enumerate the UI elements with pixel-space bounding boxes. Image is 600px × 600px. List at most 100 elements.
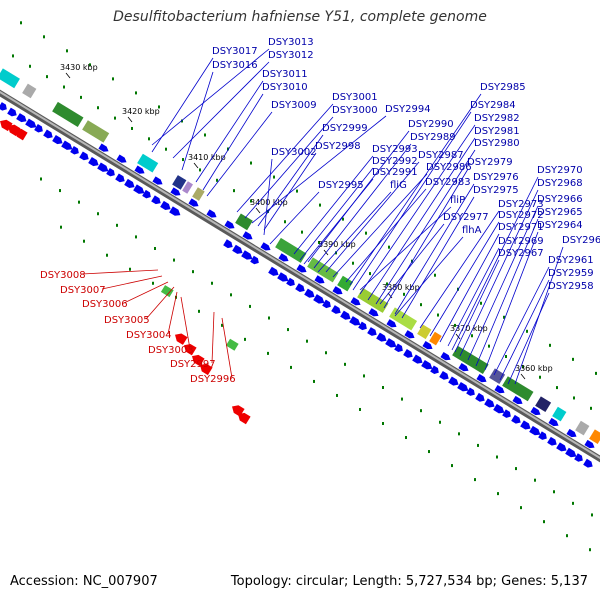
forward-cds-arrow[interactable] bbox=[520, 420, 532, 431]
forward-gene-label[interactable]: DSY3010 bbox=[262, 82, 308, 93]
forward-cds-arrow[interactable] bbox=[403, 349, 414, 360]
forward-cds-arrow[interactable] bbox=[574, 453, 584, 463]
forward-cds-arrow[interactable] bbox=[367, 327, 378, 338]
forward-cds-arrow[interactable] bbox=[250, 255, 260, 266]
forward-gene-label[interactable]: DSY2987 bbox=[418, 150, 464, 161]
forward-cds-arrow[interactable] bbox=[476, 373, 488, 384]
forward-cds-arrow[interactable] bbox=[43, 129, 54, 141]
forward-cds-arrow[interactable] bbox=[376, 332, 388, 344]
forward-cds-arrow[interactable] bbox=[385, 338, 398, 350]
forward-cds-arrow[interactable] bbox=[457, 381, 470, 394]
forward-gene-label[interactable]: DSY2998 bbox=[315, 141, 361, 152]
forward-cds-arrow[interactable] bbox=[484, 398, 496, 409]
reverse-gene-label[interactable]: DSY3003 bbox=[148, 345, 194, 356]
forward-cds-arrow[interactable] bbox=[260, 242, 272, 252]
cds-feature[interactable] bbox=[429, 331, 442, 346]
forward-gene-label[interactable]: DSY2961 bbox=[548, 255, 594, 266]
forward-gene-label[interactable]: DSY3000 bbox=[332, 105, 378, 116]
forward-gene-label[interactable]: DSY2999 bbox=[322, 123, 368, 134]
forward-cds-arrow[interactable] bbox=[169, 206, 182, 218]
forward-cds-arrow[interactable] bbox=[152, 176, 164, 186]
forward-cds-arrow[interactable] bbox=[466, 387, 476, 397]
forward-gene-label[interactable]: DSY2984 bbox=[470, 100, 516, 111]
forward-cds-arrow[interactable] bbox=[368, 308, 380, 318]
forward-cds-arrow[interactable] bbox=[134, 165, 146, 175]
cds-feature[interactable] bbox=[225, 338, 239, 351]
forward-cds-arrow[interactable] bbox=[530, 406, 542, 417]
forward-gene-label[interactable]: DSY2975 bbox=[473, 185, 519, 196]
forward-cds-arrow[interactable] bbox=[188, 198, 200, 208]
forward-gene-label[interactable]: DSY2995 bbox=[318, 180, 364, 191]
forward-gene-label[interactable]: DSY2973 bbox=[498, 199, 544, 210]
cds-feature[interactable] bbox=[307, 257, 339, 283]
forward-gene-label[interactable]: DSY2982 bbox=[474, 113, 520, 124]
forward-gene-label[interactable]: DSY2966 bbox=[537, 194, 583, 205]
forward-cds-arrow[interactable] bbox=[548, 417, 560, 428]
forward-cds-arrow[interactable] bbox=[97, 162, 110, 174]
forward-cds-arrow[interactable] bbox=[340, 310, 352, 322]
cds-feature[interactable] bbox=[160, 285, 174, 298]
forward-cds-arrow[interactable] bbox=[583, 458, 594, 470]
forward-cds-arrow[interactable] bbox=[124, 178, 136, 190]
reverse-cds-arrow[interactable] bbox=[13, 126, 28, 141]
forward-gene-label[interactable]: DSY2959 bbox=[548, 268, 594, 279]
forward-gene-label[interactable]: DSY2958 bbox=[548, 281, 594, 292]
forward-gene-label[interactable]: DSY2976 bbox=[473, 172, 519, 183]
forward-gene-label[interactable]: DSY2968 bbox=[537, 178, 583, 189]
forward-cds-arrow[interactable] bbox=[448, 376, 460, 387]
reverse-gene-label[interactable]: DSY3005 bbox=[104, 315, 150, 326]
forward-cds-arrow[interactable] bbox=[98, 143, 110, 154]
cds-feature[interactable] bbox=[589, 429, 600, 444]
forward-gene-label[interactable]: DSY2981 bbox=[474, 126, 520, 137]
forward-cds-arrow[interactable] bbox=[331, 305, 342, 316]
forward-gene-label[interactable]: DSY3011 bbox=[262, 69, 308, 80]
cds-feature[interactable] bbox=[52, 101, 84, 127]
forward-gene-label[interactable]: DSY2990 bbox=[408, 119, 454, 130]
forward-cds-arrow[interactable] bbox=[394, 343, 404, 354]
forward-cds-arrow[interactable] bbox=[16, 113, 28, 124]
cds-feature[interactable] bbox=[137, 153, 159, 173]
forward-cds-arrow[interactable] bbox=[386, 319, 398, 329]
forward-cds-arrow[interactable] bbox=[115, 173, 126, 184]
forward-cds-arrow[interactable] bbox=[151, 195, 162, 206]
forward-cds-arrow[interactable] bbox=[241, 250, 254, 262]
reverse-gene-label[interactable]: DSY2997 bbox=[170, 359, 216, 370]
forward-cds-arrow[interactable] bbox=[268, 266, 280, 278]
forward-cds-arrow[interactable] bbox=[232, 244, 244, 256]
forward-gene-label[interactable]: DSY2965 bbox=[537, 207, 583, 218]
forward-cds-arrow[interactable] bbox=[295, 283, 306, 294]
forward-cds-arrow[interactable] bbox=[224, 220, 236, 230]
forward-gene-label[interactable]: DSY2983 bbox=[425, 177, 471, 188]
forward-gene-label[interactable]: fliP bbox=[450, 195, 465, 206]
forward-gene-label[interactable]: DSY3001 bbox=[332, 92, 378, 103]
forward-cds-arrow[interactable] bbox=[142, 189, 152, 200]
forward-gene-label[interactable]: DSY3016 bbox=[212, 60, 258, 71]
cds-feature[interactable] bbox=[417, 324, 432, 340]
forward-cds-arrow[interactable] bbox=[61, 140, 74, 153]
forward-cds-arrow[interactable] bbox=[70, 146, 80, 156]
forward-cds-arrow[interactable] bbox=[332, 286, 344, 296]
cds-feature[interactable] bbox=[82, 120, 110, 143]
reverse-cds-arrow[interactable] bbox=[198, 361, 213, 376]
forward-cds-arrow[interactable] bbox=[160, 200, 172, 212]
forward-gene-label[interactable]: DSY2994 bbox=[385, 104, 431, 115]
forward-cds-arrow[interactable] bbox=[116, 154, 128, 164]
cds-feature[interactable] bbox=[575, 420, 590, 436]
forward-cds-arrow[interactable] bbox=[565, 447, 578, 460]
forward-gene-label[interactable]: DSY2985 bbox=[480, 82, 526, 93]
forward-cds-arrow[interactable] bbox=[493, 403, 506, 416]
forward-cds-arrow[interactable] bbox=[286, 277, 296, 288]
forward-cds-arrow[interactable] bbox=[0, 102, 9, 112]
forward-cds-arrow[interactable] bbox=[314, 275, 326, 285]
forward-cds-arrow[interactable] bbox=[512, 395, 524, 406]
forward-cds-arrow[interactable] bbox=[547, 436, 558, 448]
reverse-gene-label[interactable]: DSY3007 bbox=[60, 285, 106, 296]
forward-gene-label[interactable]: DSY3017 bbox=[212, 46, 258, 57]
forward-cds-arrow[interactable] bbox=[25, 118, 38, 131]
forward-cds-arrow[interactable] bbox=[350, 297, 362, 307]
forward-cds-arrow[interactable] bbox=[34, 124, 44, 134]
forward-cds-arrow[interactable] bbox=[304, 288, 316, 300]
forward-gene-label[interactable]: DSY2972 bbox=[498, 210, 544, 221]
reverse-gene-label[interactable]: DSY3006 bbox=[82, 299, 128, 310]
forward-cds-arrow[interactable] bbox=[170, 187, 182, 197]
